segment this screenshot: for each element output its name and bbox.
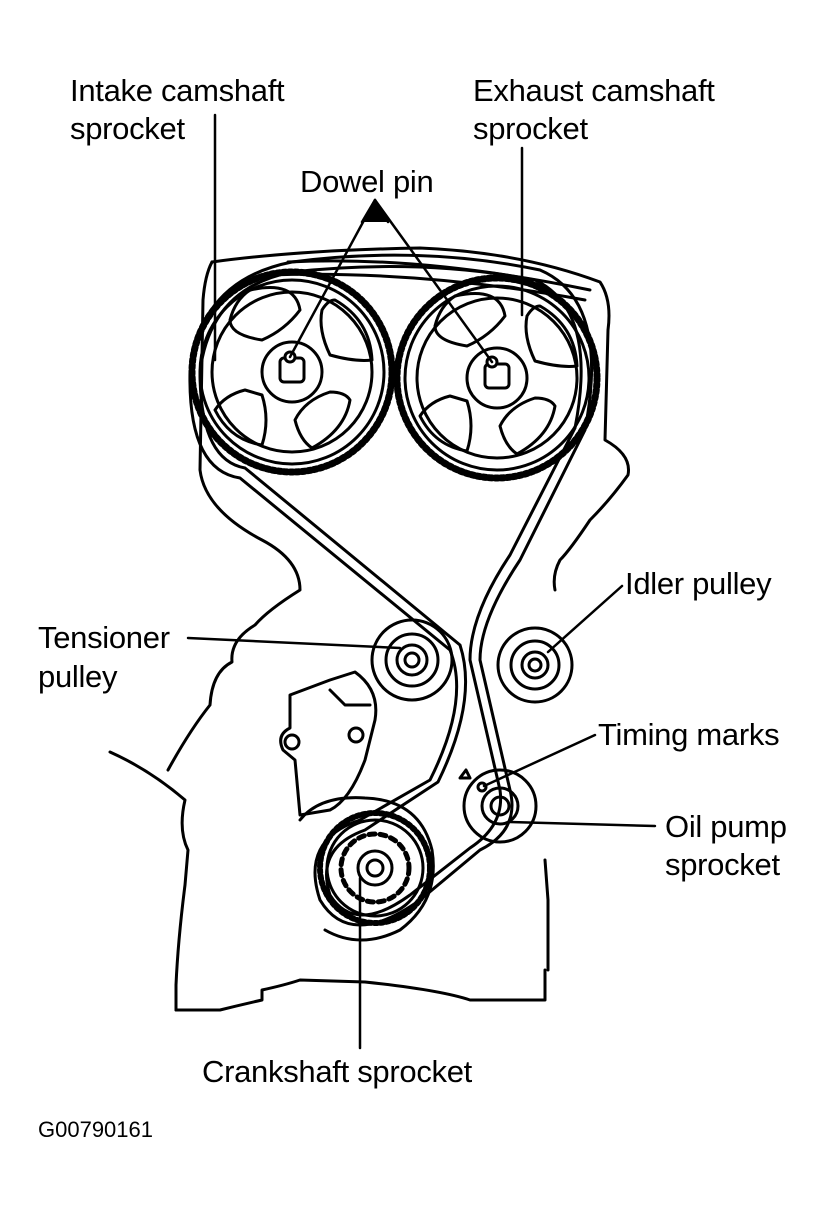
intake-camshaft-label-line2: sprocket xyxy=(70,111,185,146)
oil-pump-label-line1: Oil pump xyxy=(665,809,787,844)
exhaust-sprocket-bolt xyxy=(483,362,511,390)
idler-pulley xyxy=(496,626,574,704)
tensioner-outer xyxy=(370,618,454,702)
leader-lines xyxy=(186,113,657,1050)
exhaust-sprocket-window xyxy=(418,394,473,453)
crank-hub xyxy=(356,849,394,887)
oil-pump-bolt xyxy=(489,795,511,817)
intake-sprocket-window xyxy=(293,390,352,450)
crankshaft-sprocket-label: Crankshaft sprocket xyxy=(202,1054,472,1089)
engine-block-left-lower xyxy=(108,750,190,1012)
exhaust-sprocket-window xyxy=(433,292,507,348)
oil-pump-timing-mark xyxy=(476,781,488,793)
tensioner-pulley-label-line2: pulley xyxy=(38,659,118,694)
exhaust-camshaft-sprocket xyxy=(393,274,601,482)
intake-sprocket-window xyxy=(213,388,268,447)
exhaust-camshaft-label-line1: Exhaust camshaft xyxy=(473,73,715,108)
dowel-leader-right xyxy=(373,198,494,364)
exhaust-camshaft-label-line2: sprocket xyxy=(473,111,588,146)
tensioner-bracket xyxy=(279,670,378,817)
bracket-bolt xyxy=(347,726,365,744)
tensioner-mid xyxy=(384,632,440,688)
intake-sprocket-inner xyxy=(210,290,374,454)
tensioner-pulley xyxy=(370,618,454,702)
tensioner-leader xyxy=(186,636,402,650)
dowel-arrow xyxy=(360,198,390,224)
timing-marks-leader xyxy=(482,733,597,788)
intake-sprocket-hub xyxy=(260,340,324,404)
oil-pump-hub xyxy=(480,786,520,826)
exhaust-sprocket-rim xyxy=(403,284,591,472)
oil-pump-label-line2: sprocket xyxy=(665,847,780,882)
idler-pulley-label: Idler pulley xyxy=(625,566,772,601)
crank-teeth xyxy=(317,810,433,926)
idler-bolt xyxy=(527,657,543,673)
exhaust-sprocket-hub xyxy=(465,346,529,410)
intake-camshaft-label-line1: Intake camshaft xyxy=(70,73,285,108)
engine-block-outline xyxy=(166,260,302,772)
exhaust-sprocket-teeth xyxy=(393,274,601,482)
oil-pump-leader xyxy=(508,820,657,828)
figure-code: G00790161 xyxy=(38,1117,153,1142)
bracket-bolt xyxy=(283,733,301,751)
dowel-leader-left xyxy=(288,198,377,359)
bracket-arm xyxy=(328,688,372,707)
tensioner-pulley-label-line1: Tensioner xyxy=(38,620,170,655)
timing-marks-label: Timing marks xyxy=(598,717,780,752)
crank-housing xyxy=(298,796,435,942)
exhaust-sprocket-window xyxy=(498,396,557,456)
dowel-pin-label: Dowel pin xyxy=(300,164,434,199)
intake-sprocket-window xyxy=(228,286,302,342)
idler-leader xyxy=(546,584,624,654)
crankshaft-sprocket xyxy=(298,796,435,942)
exhaust-sprocket-window xyxy=(524,304,579,368)
cover-line xyxy=(286,259,592,292)
tensioner-hub xyxy=(395,643,429,677)
crank-hole-ring xyxy=(338,831,412,905)
oil-pump-outer xyxy=(462,768,538,844)
belt-outer xyxy=(188,253,594,927)
idler-outer xyxy=(496,626,574,704)
crank-rim xyxy=(325,818,425,918)
oil-pump-sprocket xyxy=(458,768,538,844)
intake-sprocket-teeth xyxy=(188,268,396,476)
intake-camshaft-sprocket xyxy=(188,268,396,476)
idler-hub xyxy=(520,650,550,680)
engine-block-right xyxy=(210,246,631,592)
engine-block-right-lower xyxy=(543,858,550,972)
idler-mid xyxy=(509,639,561,691)
intake-sprocket-window xyxy=(319,298,374,362)
engine-block-bottom xyxy=(174,968,547,1012)
block-timing-mark xyxy=(458,768,472,780)
tensioner-bolt xyxy=(403,651,421,669)
exhaust-sprocket-inner xyxy=(415,296,579,460)
crank-bolt xyxy=(365,858,385,878)
